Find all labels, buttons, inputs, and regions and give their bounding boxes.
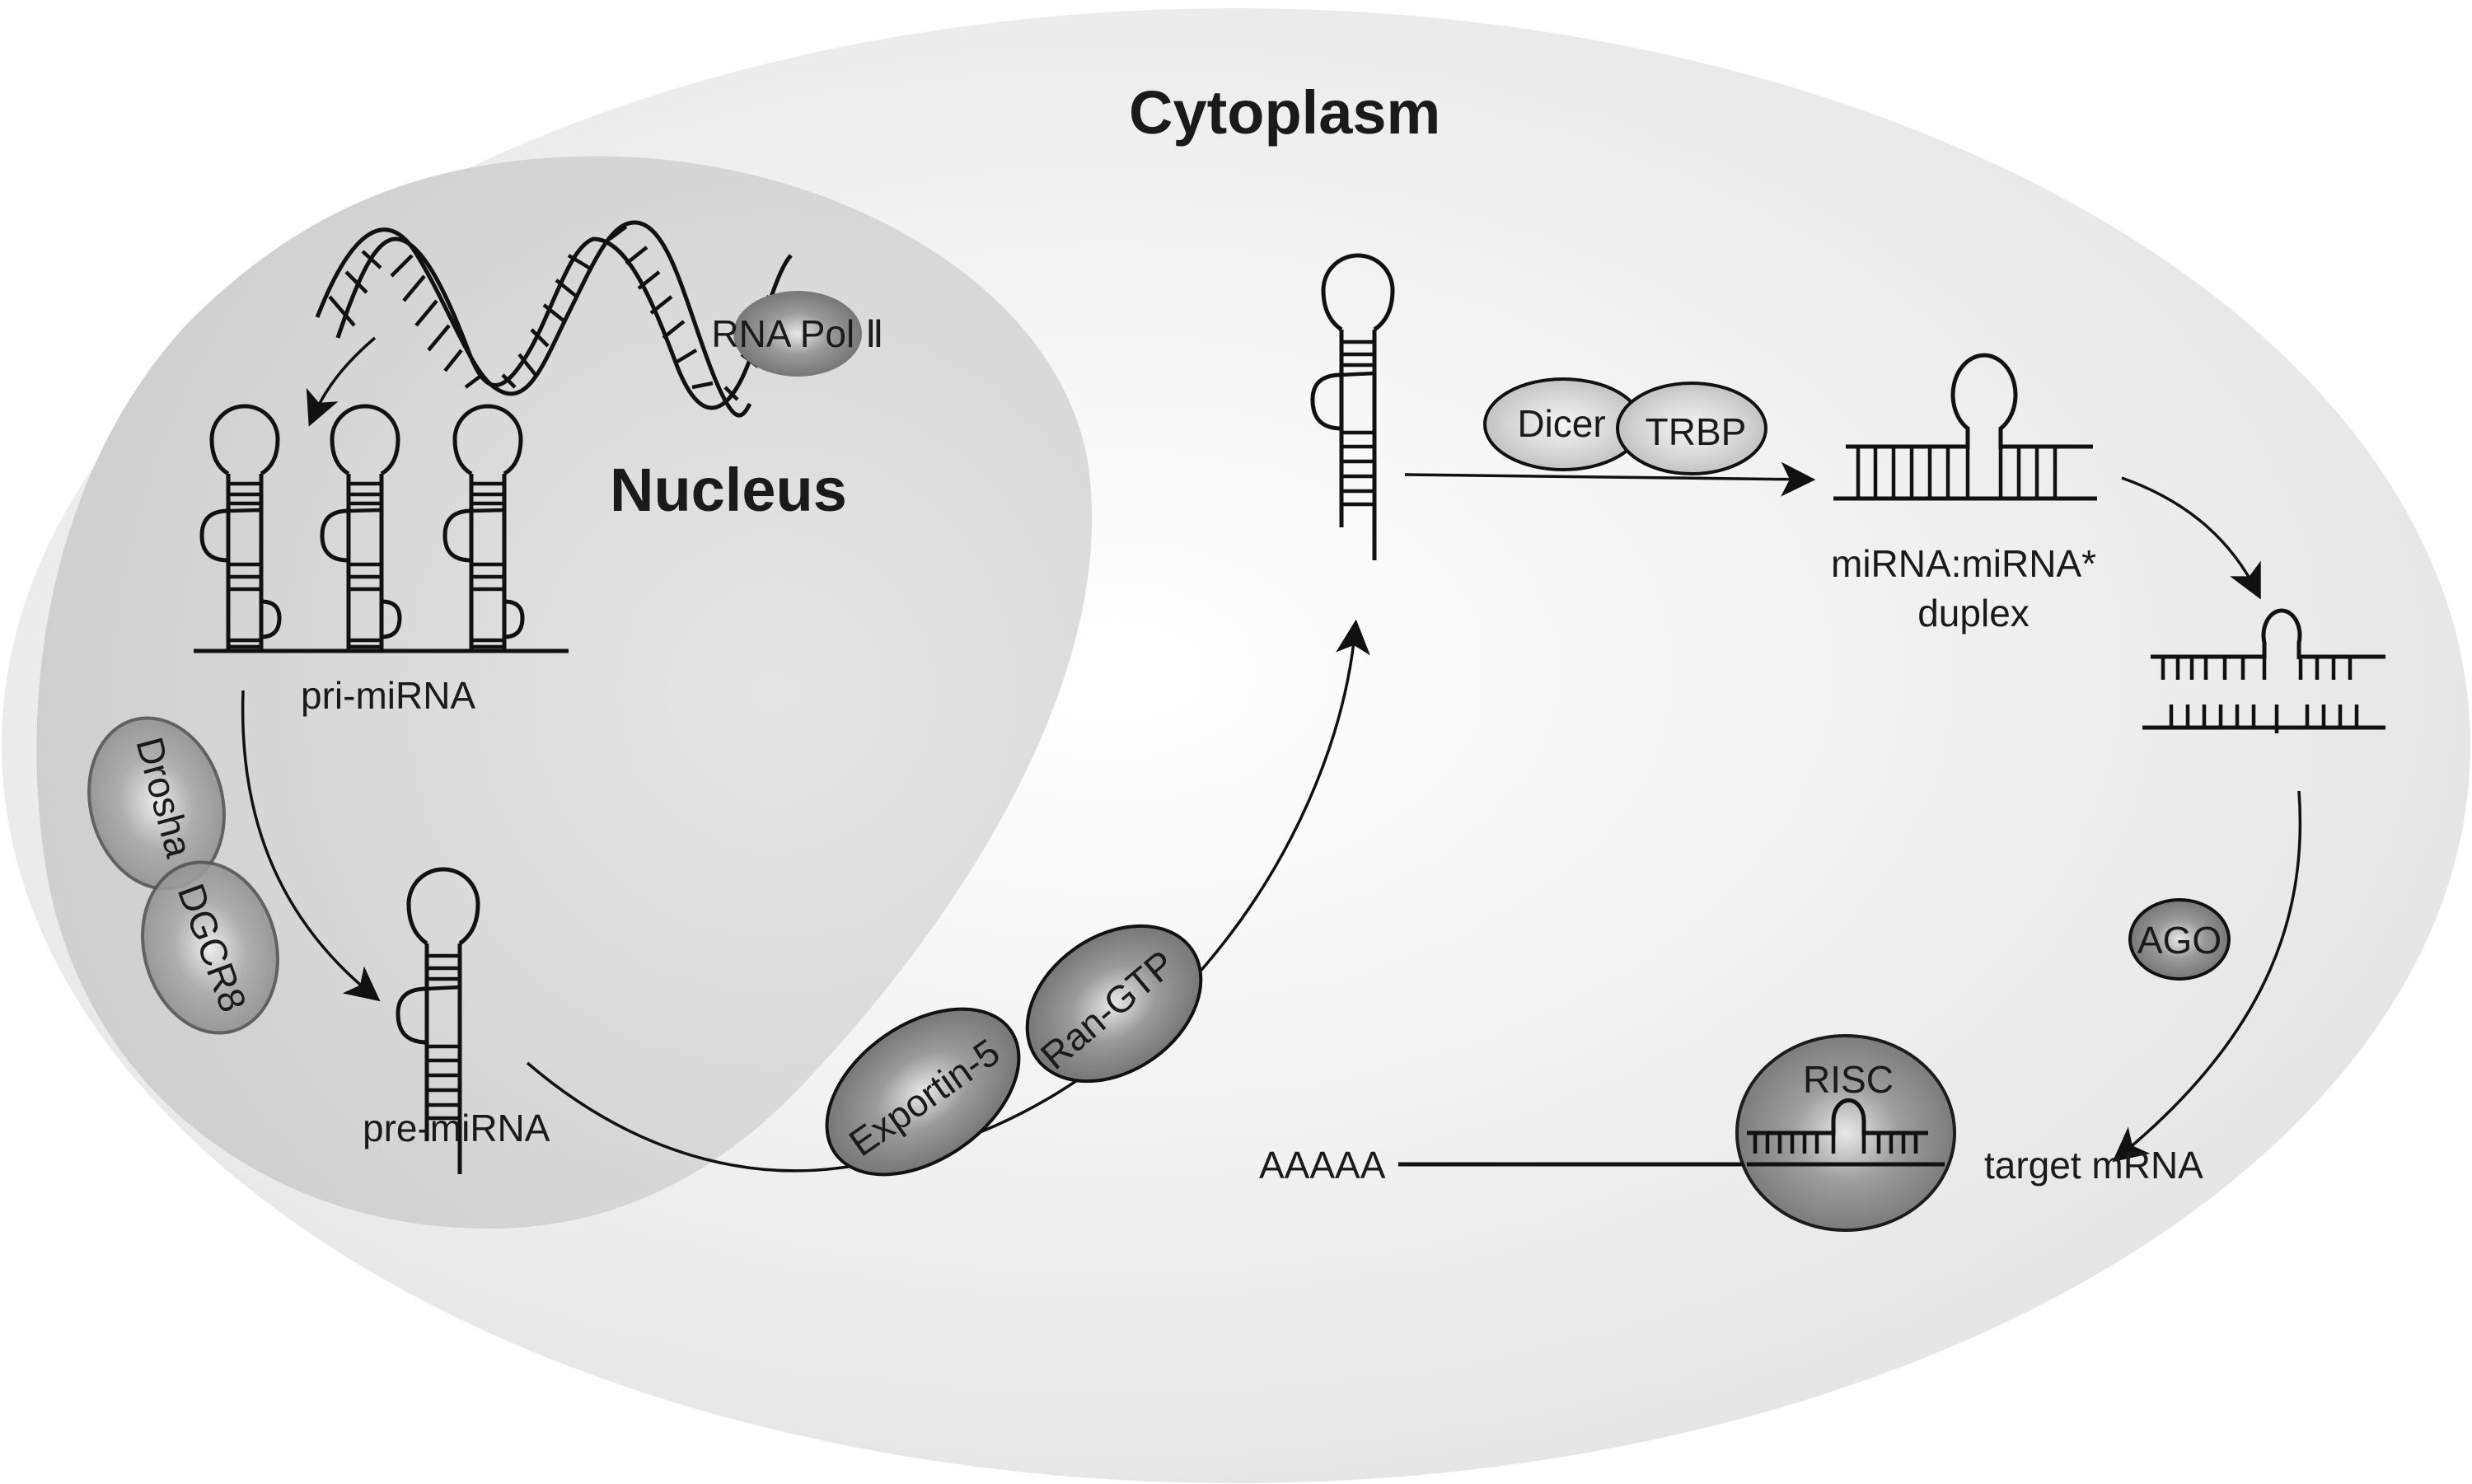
pri-mirna-structure [194, 406, 569, 653]
dna-helix-icon [315, 220, 793, 418]
risc-complex: RISC [1735, 1034, 1956, 1232]
rna-pol-ii-label: RNA Pol Ⅱ [711, 312, 883, 355]
exportin-ran-complex: Exportin-5 Ran-GTP [825, 924, 1203, 1177]
rna-pol-ii-protein [733, 291, 862, 377]
dicer-label: Dicer [1517, 402, 1605, 445]
nucleus-label: Nucleus [610, 456, 847, 524]
risc-label: RISC [1803, 1058, 1894, 1101]
poly-a-tail-label: AAAAA [1259, 1144, 1386, 1187]
drosha-processing-arrow [241, 690, 381, 1002]
transcription-arrow [306, 336, 377, 427]
ago-label: AGO [2137, 919, 2222, 962]
drosha-dgcr8-complex: Drosha DGCR8 [87, 716, 279, 1035]
pri-mirna-label: pri-miRNA [301, 674, 475, 717]
duplex-label-line2: duplex [1917, 592, 2030, 634]
dicer-trbp-complex: Dicer TRBP [1483, 377, 1767, 475]
target-mrna-label: target mRNA [1984, 1144, 2203, 1187]
mirna-duplex-structure [1833, 353, 2097, 501]
unwinding-arrow [2121, 476, 2261, 600]
separated-strands-structure [2142, 608, 2385, 733]
ago-loading-arrow [2112, 790, 2302, 1163]
dicer-cleavage-arrow [1404, 461, 1816, 497]
trbp-label: TRBP [1646, 410, 1747, 453]
duplex-label-line1: miRNA:miRNA* [1831, 542, 2096, 585]
nucleus-region [36, 156, 1093, 1229]
ago-protein [2128, 898, 2231, 981]
cytoplasm-label: Cytoplasm [1129, 78, 1440, 147]
pre-mirna-label: pre-miRNA [363, 1107, 550, 1149]
